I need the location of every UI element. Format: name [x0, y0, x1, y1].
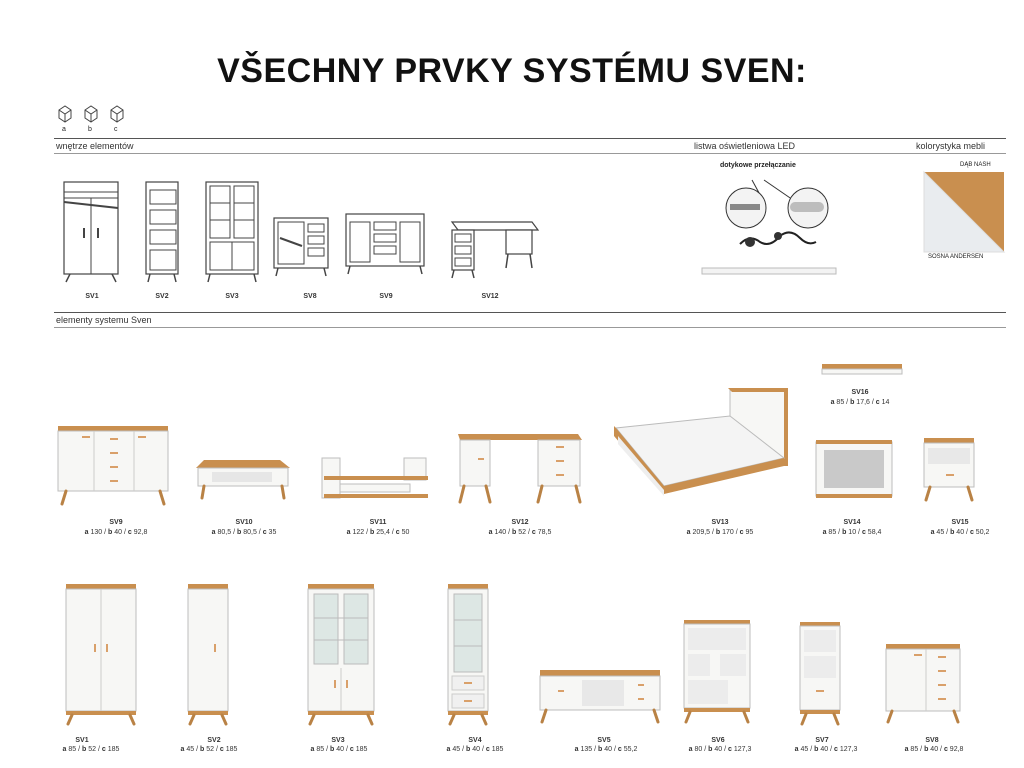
product-sv11-image [321, 457, 428, 499]
product-dimensions: a 45 / b 52 / c 185 [180, 746, 238, 753]
interior-drawing-sv12 [450, 221, 540, 279]
product-sv6-image [683, 620, 751, 724]
color-name-white: SOSNA ANDERSEN [928, 254, 984, 260]
section-colors-heading: kolorystyka mebli [916, 141, 986, 151]
cube-label-a: a [62, 126, 66, 133]
product-dimensions: a 85 / b 52 / c 185 [62, 746, 120, 753]
interior-code: SV1 [85, 293, 99, 300]
product-dimensions: a 45 / b 40 / c 127,3 [794, 746, 858, 753]
product-sv3-image [307, 584, 375, 726]
cube-icon [110, 105, 124, 123]
product-code: SV5 [597, 737, 611, 744]
dimension-cube-icons [58, 105, 124, 123]
color-name-oak: DĄB NASH [960, 162, 991, 168]
interior-drawing-sv8 [273, 217, 329, 277]
product-sv13-image [614, 388, 788, 496]
section-interior-heading: wnętrze elementów [56, 141, 134, 151]
product-sv12-image [458, 434, 582, 504]
product-code: SV3 [331, 737, 345, 744]
product-sv8-image [885, 644, 961, 724]
led-light-icon [790, 202, 824, 212]
interior-drawing-sv2 [145, 181, 179, 283]
product-sv10-image [196, 460, 290, 500]
product-code: SV16 [851, 389, 869, 396]
product-sv4-image [447, 584, 489, 726]
product-dimensions: a 85 / b 10 / c 58,4 [822, 529, 882, 536]
section-elements-heading: elementy systemu Sven [56, 315, 152, 325]
interior-drawing-sv9 [345, 213, 425, 275]
section-rule [54, 327, 1006, 328]
cube-icon [84, 105, 98, 123]
interior-code: SV12 [481, 293, 499, 300]
product-sv5-image [539, 670, 661, 724]
interior-drawing-sv3 [205, 181, 259, 283]
product-sv15-image [923, 438, 975, 502]
section-rule [54, 138, 1006, 139]
product-code: SV11 [369, 519, 387, 526]
interior-code: SV9 [379, 293, 393, 300]
section-rule [54, 153, 1006, 154]
product-code: SV6 [711, 737, 725, 744]
interior-code: SV2 [155, 293, 169, 300]
product-sv7-image [799, 622, 841, 726]
cube-label-b: b [88, 126, 92, 133]
product-dimensions: a 209,5 / b 170 / c 95 [686, 529, 754, 536]
product-dimensions: a 135 / b 40 / c 55,2 [574, 746, 638, 753]
product-code: SV13 [711, 519, 729, 526]
product-code: SV15 [951, 519, 969, 526]
product-dimensions: a 45 / b 40 / c 50,2 [930, 529, 990, 536]
product-code: SV9 [109, 519, 123, 526]
interior-code: SV3 [225, 293, 239, 300]
interior-drawing-sv1 [63, 181, 119, 283]
color-swatch [923, 170, 1006, 253]
led-switch-icon [730, 204, 760, 210]
product-dimensions: a 80,5 / b 80,5 / c 35 [211, 529, 277, 536]
product-code: SV4 [468, 737, 482, 744]
cube-label-c: c [114, 126, 118, 133]
section-rule [54, 312, 1006, 313]
product-code: SV2 [207, 737, 221, 744]
cube-icon [58, 105, 72, 123]
product-code: SV14 [843, 519, 861, 526]
product-code: SV8 [925, 737, 939, 744]
product-dimensions: a 122 / b 25,4 / c 50 [346, 529, 410, 536]
product-dimensions: a 140 / b 52 / c 78,5 [488, 529, 552, 536]
led-touch-label: dotykowe przełączanie [720, 162, 796, 169]
product-sv9-image [57, 426, 169, 506]
product-code: SV12 [511, 519, 529, 526]
product-sv2-image [187, 584, 229, 726]
product-dimensions: a 85 / b 40 / c 92,8 [904, 746, 964, 753]
product-dimensions: a 45 / b 40 / c 185 [446, 746, 504, 753]
product-dimensions: a 80 / b 40 / c 127,3 [688, 746, 752, 753]
product-sv16-image [821, 364, 903, 375]
product-dimensions: a 85 / b 40 / c 185 [310, 746, 368, 753]
product-code: SV1 [75, 737, 89, 744]
product-sv1-image [65, 584, 137, 726]
product-sv14-image [815, 440, 893, 498]
product-dimensions: a 85 / b 17,6 / c 14 [830, 399, 890, 406]
product-code: SV7 [815, 737, 829, 744]
page-title: VŠECHNY PRVKY SYSTÉMU SVEN: [217, 52, 807, 90]
led-strip-illustration [701, 179, 837, 275]
interior-code: SV8 [303, 293, 317, 300]
product-code: SV10 [235, 519, 253, 526]
section-led-heading: listwa oświetleniowa LED [694, 141, 796, 151]
product-dimensions: a 130 / b 40 / c 92,8 [84, 529, 148, 536]
